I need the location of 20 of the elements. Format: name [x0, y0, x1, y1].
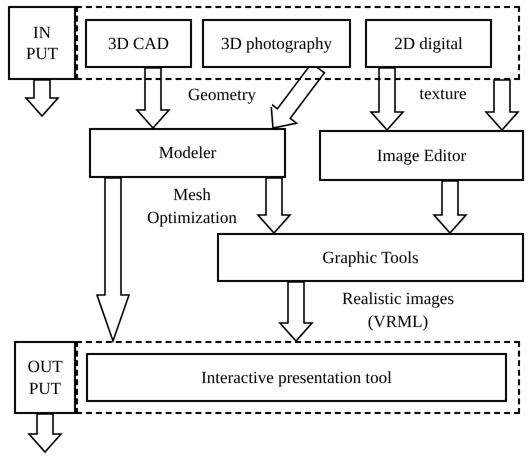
- process-box: 3D photography: [202, 19, 351, 68]
- block-arrow: [27, 413, 63, 454]
- process-box: Graphic Tools: [217, 233, 524, 282]
- process-box: 3D CAD: [85, 19, 192, 68]
- dashed-group-frame: [76, 6, 520, 80]
- block-arrow: [484, 79, 520, 132]
- block-arrow: [369, 67, 405, 132]
- io-label-box: IN PUT: [8, 6, 76, 80]
- io-label-box: OUT PUT: [14, 341, 76, 414]
- dashed-group-frame: [76, 341, 520, 414]
- block-arrow: [256, 177, 292, 234]
- process-box: Image Editor: [319, 130, 524, 181]
- block-arrow: [24, 79, 60, 118]
- process-box: Interactive presentation tool: [86, 353, 507, 402]
- block-arrow: [96, 177, 130, 344]
- process-box: Modeler: [89, 128, 286, 178]
- process-box: 2D digital: [365, 19, 492, 68]
- block-arrow: [135, 67, 171, 130]
- block-arrow: [432, 180, 468, 234]
- block-arrow: [278, 281, 314, 342]
